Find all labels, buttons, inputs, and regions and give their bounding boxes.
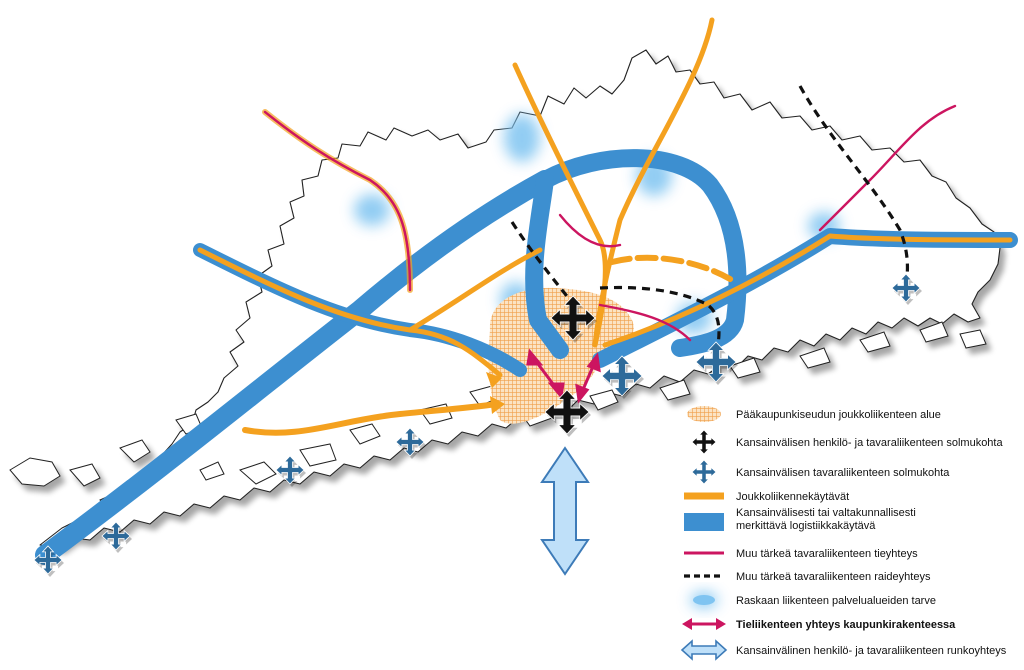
legend-row-kansainvalinen-solmu: Kansainvälisen henkilö- ja tavaraliikent…: [691, 429, 1003, 455]
rail-links: [510, 85, 909, 346]
arrowhead: [490, 396, 505, 414]
legend-row-tieliikenne-yhteys: Tieliikenteen yhteys kaupunkirakenteessa: [682, 618, 956, 631]
freight-nodes: [33, 273, 922, 577]
legend-label: Kansainvälinen henkilö- ja tavaraliikent…: [736, 645, 1007, 657]
international-nodes: [544, 295, 597, 437]
legend-label: Muu tärkeä tavaraliikenteen tieyhteys: [736, 548, 918, 560]
freight-node-icon: [891, 273, 922, 305]
transit-corridor: [242, 401, 499, 436]
legend-row-palvelualueet: Raskaan liikenteen palvelualueiden tarve: [690, 592, 936, 608]
freight-node-icon: [695, 341, 738, 385]
legend-symbol-tavara-solmu: [691, 459, 717, 485]
legend: Pääkaupunkiseudun joukkoliikenteen alueK…: [680, 406, 1007, 661]
legend-label: Kansainvälisen tavaraliikenteen solmukoh…: [736, 467, 950, 479]
legend-row-tieyhteys: Muu tärkeä tavaraliikenteen tieyhteys: [684, 548, 918, 560]
road-link: [818, 104, 957, 232]
transit-arrowheads: [486, 372, 505, 414]
legend-symbol-joukkoliikenne-alue: [687, 406, 721, 422]
international-node-icon: [550, 295, 597, 343]
legend-label: Pääkaupunkiseudun joukkoliikenteen alue: [736, 409, 941, 421]
legend-row-runkoyhteys: Kansainvälinen henkilö- ja tavaraliikent…: [680, 639, 1007, 661]
freight-node-icon: [691, 459, 717, 485]
service-area-blob: [354, 194, 390, 226]
road-link: [598, 303, 692, 342]
transit-corridor: [592, 17, 715, 348]
transit-corridor: [197, 247, 503, 378]
legend-symbol-palvelualueet: [690, 592, 718, 608]
legend-symbol-tieliikenne-yhteys: [682, 618, 726, 630]
legend-label: Muu tärkeä tavaraliikenteen raideyhteys: [736, 571, 931, 583]
rail-link: [798, 85, 909, 291]
rail-link: [510, 221, 572, 301]
road-link: [558, 213, 622, 248]
legend-row-joukkoliikennekaytava: Joukkoliikennekäytävät: [684, 491, 849, 503]
transit-corridor: [407, 247, 543, 333]
transit-corridors: [197, 17, 1013, 436]
legend-label: Raskaan liikenteen palvelualueiden tarve: [736, 595, 936, 607]
international-node-icon: [544, 389, 591, 437]
service-area-blob: [504, 114, 540, 162]
international-node-icon: [691, 429, 717, 455]
legend-symbol-runkoyhteys: [680, 639, 728, 661]
transit-corridor-planned: [609, 254, 738, 285]
legend-symbol-kansainvalinen-solmu: [691, 429, 717, 455]
legend-label: Tieliikenteen yhteys kaupunkirakenteessa: [736, 619, 956, 631]
arrowhead: [486, 372, 502, 388]
legend-row-tavara-solmu: Kansainvälisen tavaraliikenteen solmukoh…: [691, 459, 950, 485]
road-link: [263, 110, 412, 292]
legend-row-joukkoliikenne-alue: Pääkaupunkiseudun joukkoliikenteen alue: [687, 406, 941, 422]
freight-node-icon: [101, 521, 132, 553]
freight-node-icon: [33, 545, 64, 577]
rail-link: [599, 285, 721, 346]
legend-label: Kansainvälisen henkilö- ja tavaraliikent…: [736, 437, 1003, 449]
transit-corridor: [602, 233, 1013, 348]
freight-node-icon: [275, 455, 306, 487]
legend-label: Joukkoliikennekäytävät: [736, 491, 849, 503]
sea-route-arrow: [540, 446, 590, 576]
freight-node-icon: [601, 355, 644, 399]
freight-node-icon: [395, 427, 426, 459]
legend-row-raideyhteys: Muu tärkeä tavaraliikenteen raideyhteys: [684, 571, 931, 583]
logistics-corridor: [536, 149, 747, 357]
city-road-arrows: [526, 348, 601, 404]
